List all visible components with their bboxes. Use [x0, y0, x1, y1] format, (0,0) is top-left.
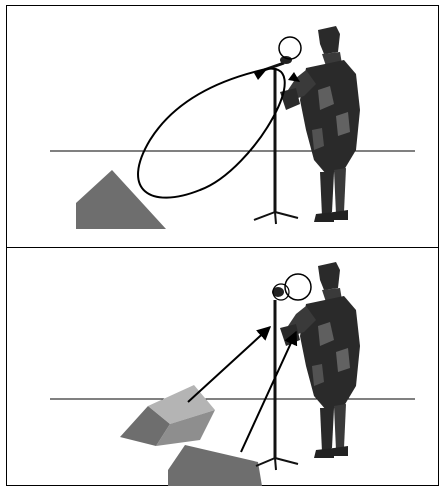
- performer: [280, 26, 360, 222]
- microphone: [280, 56, 292, 64]
- monitor-to-mic-arrow-front: [240, 330, 298, 453]
- floor-monitor-wedge-left: [120, 385, 215, 446]
- floor-monitor-wedge: [76, 170, 166, 229]
- feedback-loop-arrowhead: [254, 68, 268, 80]
- pickup-rear-lobe-icon: [272, 283, 290, 301]
- floor-monitor-wedge-front: [168, 445, 262, 486]
- pickup-pattern-icon-bottom: [284, 273, 312, 301]
- top-panel: [50, 26, 415, 229]
- feedback-loop-arrowhead-2: [288, 72, 300, 82]
- performer-bottom: [280, 262, 360, 458]
- bottom-panel: [50, 262, 415, 486]
- microphone-bottom: [272, 287, 284, 297]
- pickup-pattern-icon: [278, 36, 302, 60]
- feedback-loop-arrow: [137, 67, 286, 199]
- monitor-to-mic-arrow-left: [187, 326, 272, 403]
- figure-frame: [6, 5, 439, 486]
